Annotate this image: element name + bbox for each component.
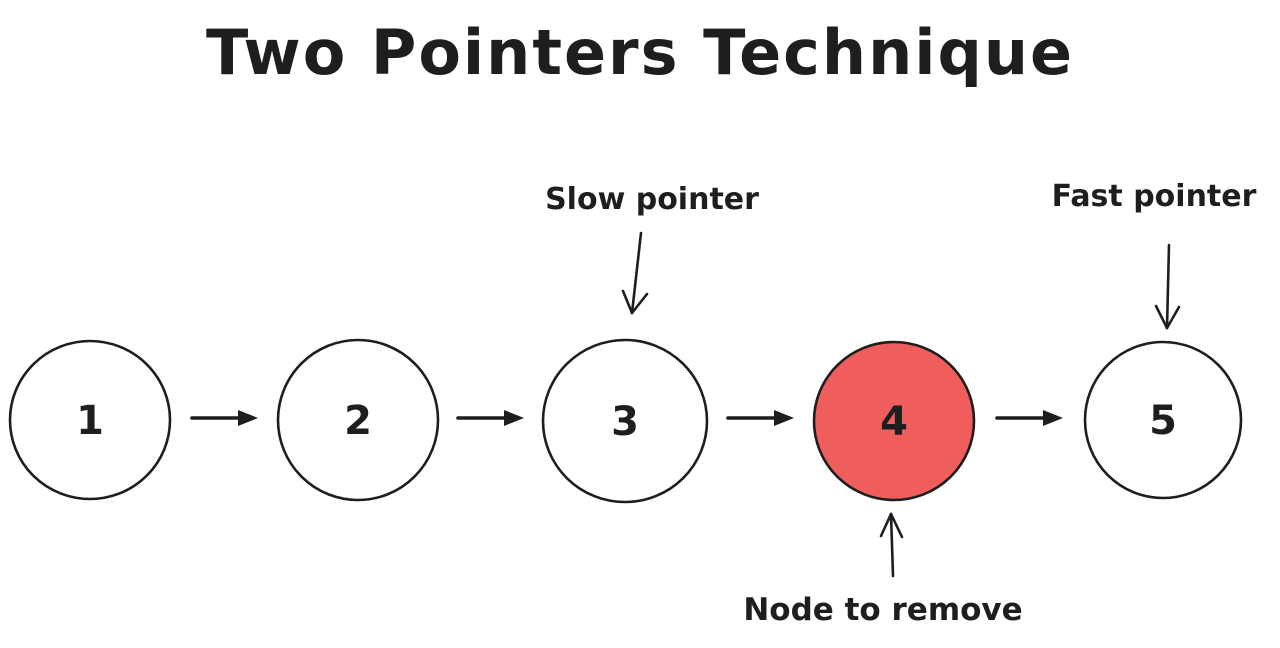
node-5-circle — [1083, 340, 1243, 500]
link-arrow-4-5 — [995, 410, 1063, 426]
node-3: 3 — [541, 338, 709, 504]
node-2: 2 — [276, 338, 440, 502]
node-4-value: 4 — [880, 399, 908, 445]
node-2-circle — [276, 338, 440, 502]
node-to-remove-arrow — [879, 512, 904, 578]
fast-pointer-arrow — [1154, 243, 1181, 330]
node-to-remove-label: Node to remove — [743, 592, 1023, 628]
node-2-value: 2 — [344, 398, 372, 444]
node-3-circle — [541, 338, 709, 504]
fast-pointer-label: Fast pointer — [1051, 179, 1257, 214]
slow-pointer-label: Slow pointer — [545, 182, 759, 217]
diagram-title: Two Pointers Technique — [205, 16, 1075, 89]
link-arrow-2-3 — [456, 410, 524, 426]
node-5: 5 — [1083, 340, 1243, 500]
node-5-value: 5 — [1149, 398, 1177, 444]
node-4: 4 — [812, 340, 976, 502]
node-1-circle — [8, 339, 172, 501]
node-4-circle — [812, 340, 976, 502]
node-1-value: 1 — [76, 398, 104, 444]
slow-pointer-arrow — [621, 231, 649, 315]
link-arrow-1-2 — [190, 410, 258, 426]
link-arrow-3-4 — [726, 410, 794, 426]
node-3-value: 3 — [611, 399, 639, 445]
node-1: 1 — [8, 339, 172, 501]
